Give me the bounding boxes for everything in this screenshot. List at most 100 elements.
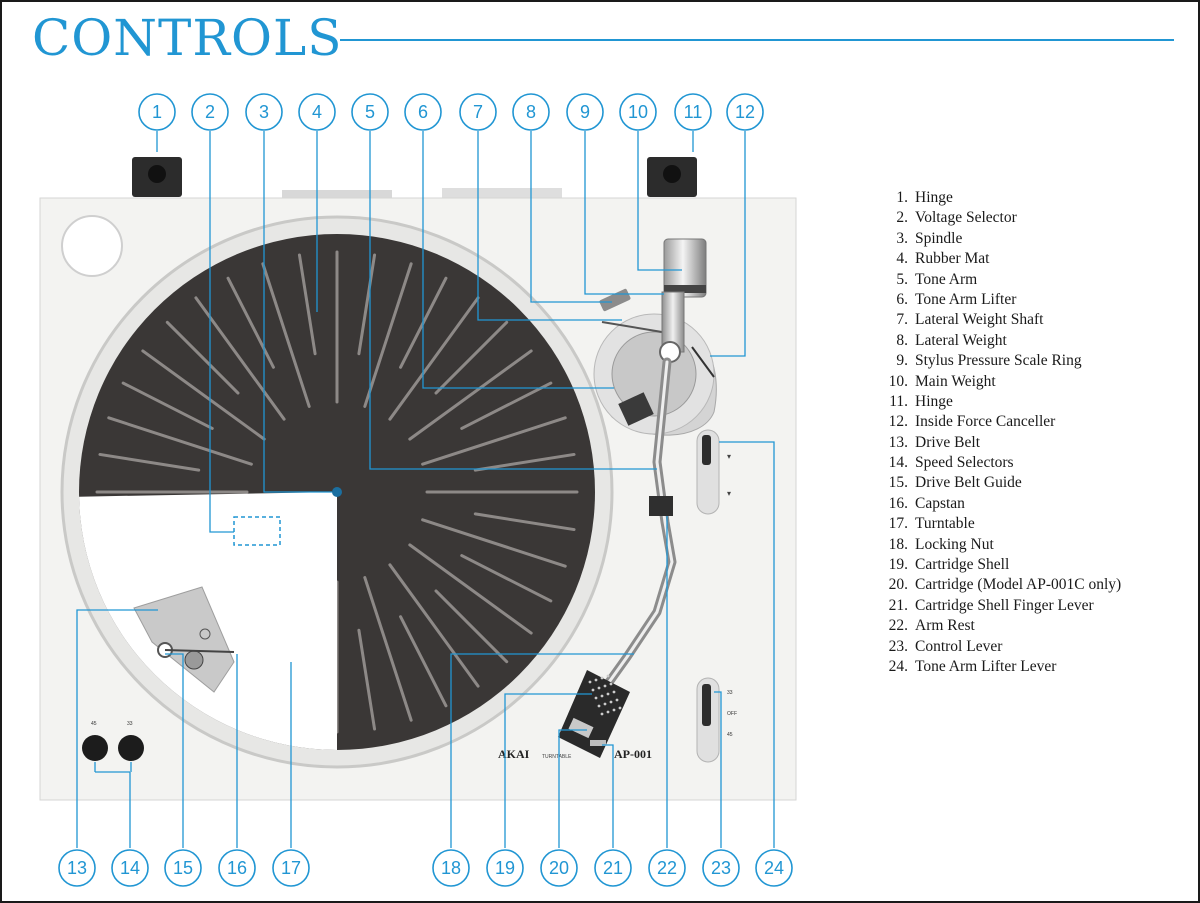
legend-text: Drive Belt [915,433,980,451]
mat-rib [388,296,480,421]
lever-label-off: OFF [727,711,737,717]
callout-circle [432,849,470,887]
main-weight [663,238,707,298]
callout-number: 9 [580,102,590,122]
callout-leader [369,131,657,470]
legend-text: Lateral Weight Shaft [915,311,1044,329]
callout-leader [209,131,234,533]
callout-circle [245,93,283,131]
legend-item: 16.Capstan [878,494,1121,514]
callout-circle [486,849,524,887]
callout-5: 5 [351,93,389,131]
legend-text: Cartridge (Model AP-001C only) [915,576,1122,594]
mat-rib [434,320,509,395]
cartridge-dot [606,674,610,678]
mat-rib [297,253,317,356]
control-lever[interactable] [696,677,720,763]
callout-17: 17 [272,849,310,887]
callout-number: 22 [657,858,677,878]
mat-rib [165,320,240,395]
page-title: CONTROLS [32,9,343,67]
callout-circle [164,849,202,887]
legend-number: 6. [896,290,908,308]
callout-circle [138,93,176,131]
callout-circle [619,93,657,131]
legend-text: Hinge [915,392,953,410]
speed-button-33[interactable] [118,735,144,761]
callout-circle [540,849,578,887]
legend-item: 12.Inside Force Canceller [878,412,1121,432]
cartridge-dot [618,706,622,710]
callout-13: 13 [58,849,96,887]
cartridge-dot [606,710,610,714]
speed-label-45: 45 [91,721,97,727]
legend-text: Tone Arm Lifter [915,290,1017,308]
callout-number: 15 [173,858,193,878]
callout-leader [714,691,722,848]
speed-button-45[interactable] [82,735,108,761]
mat-rib [98,452,201,472]
legend-text: Hinge [915,189,953,206]
cartridge-dot [597,704,601,708]
callout-leader [637,131,682,271]
mat-rib [421,416,567,466]
callout-14: 14 [111,849,149,887]
brand-name: AKAI [498,747,530,761]
legend-number: 2. [896,209,908,227]
legend-number: 5. [896,270,908,288]
callout-19: 19 [486,849,524,887]
cartridge-dot [609,682,613,686]
legend-item: 10.Main Weight [878,372,1121,392]
callout-leader [719,441,775,848]
tone-arm-lifter-lever[interactable]: ▾ ▾ [696,429,731,515]
legend-number: 22. [888,617,908,635]
callout-circle [191,93,229,131]
callout-16: 16 [218,849,256,887]
cartridge-dot [594,696,598,700]
callout-circle [404,93,442,131]
legend-text: Main Weight [915,372,996,390]
callout-circle [566,93,604,131]
cartridge-dot [609,700,613,704]
mat-rib [226,276,275,369]
cartridge-dot [612,708,616,712]
legend-number: 15. [888,474,908,492]
anti-skate-arm [691,346,715,378]
callout-10: 10 [619,93,657,131]
callout-leader [710,131,746,357]
callout-circle [674,93,712,131]
cartridge-dot [615,698,619,702]
mat-rib [357,253,377,356]
legend-text: Inside Force Canceller [915,413,1056,431]
legend-item: 8.Lateral Weight [878,331,1121,351]
legend-text: Capstan [915,494,965,512]
hinge-left [132,157,182,197]
mat-rib [363,576,413,722]
callout-number: 3 [259,102,269,122]
cartridge-dot [600,676,604,680]
callout-1: 1 [138,93,176,131]
callout-circle [594,849,632,887]
cartridge-dot [612,690,616,694]
legend-item: 2.Voltage Selector [878,208,1121,228]
legend-item: 21.Cartridge Shell Finger Lever [878,596,1121,616]
callout-leader [450,653,634,848]
callout-circle [459,93,497,131]
cartridge-dot [606,692,610,696]
callout-circle [755,849,793,887]
cartridge-dot [600,712,604,716]
legend-text: Locking Nut [915,535,994,553]
callout-number: 8 [526,102,536,122]
brand-sub: TURNTABLE [542,754,572,760]
legend-item: 9.Stylus Pressure Scale Ring [878,351,1121,371]
mat-rib [408,543,533,635]
mat-rib [473,452,576,472]
callout-circle [351,93,389,131]
legend-item: 5.Tone Arm [878,270,1121,290]
legend-text: Control Lever [915,637,1003,655]
corner-disc [61,215,123,277]
legend-text: Rubber Mat [915,250,990,268]
cartridge-dots [588,674,622,716]
callout-7: 7 [459,93,497,131]
legend-item: 17.Turntable [878,514,1121,534]
